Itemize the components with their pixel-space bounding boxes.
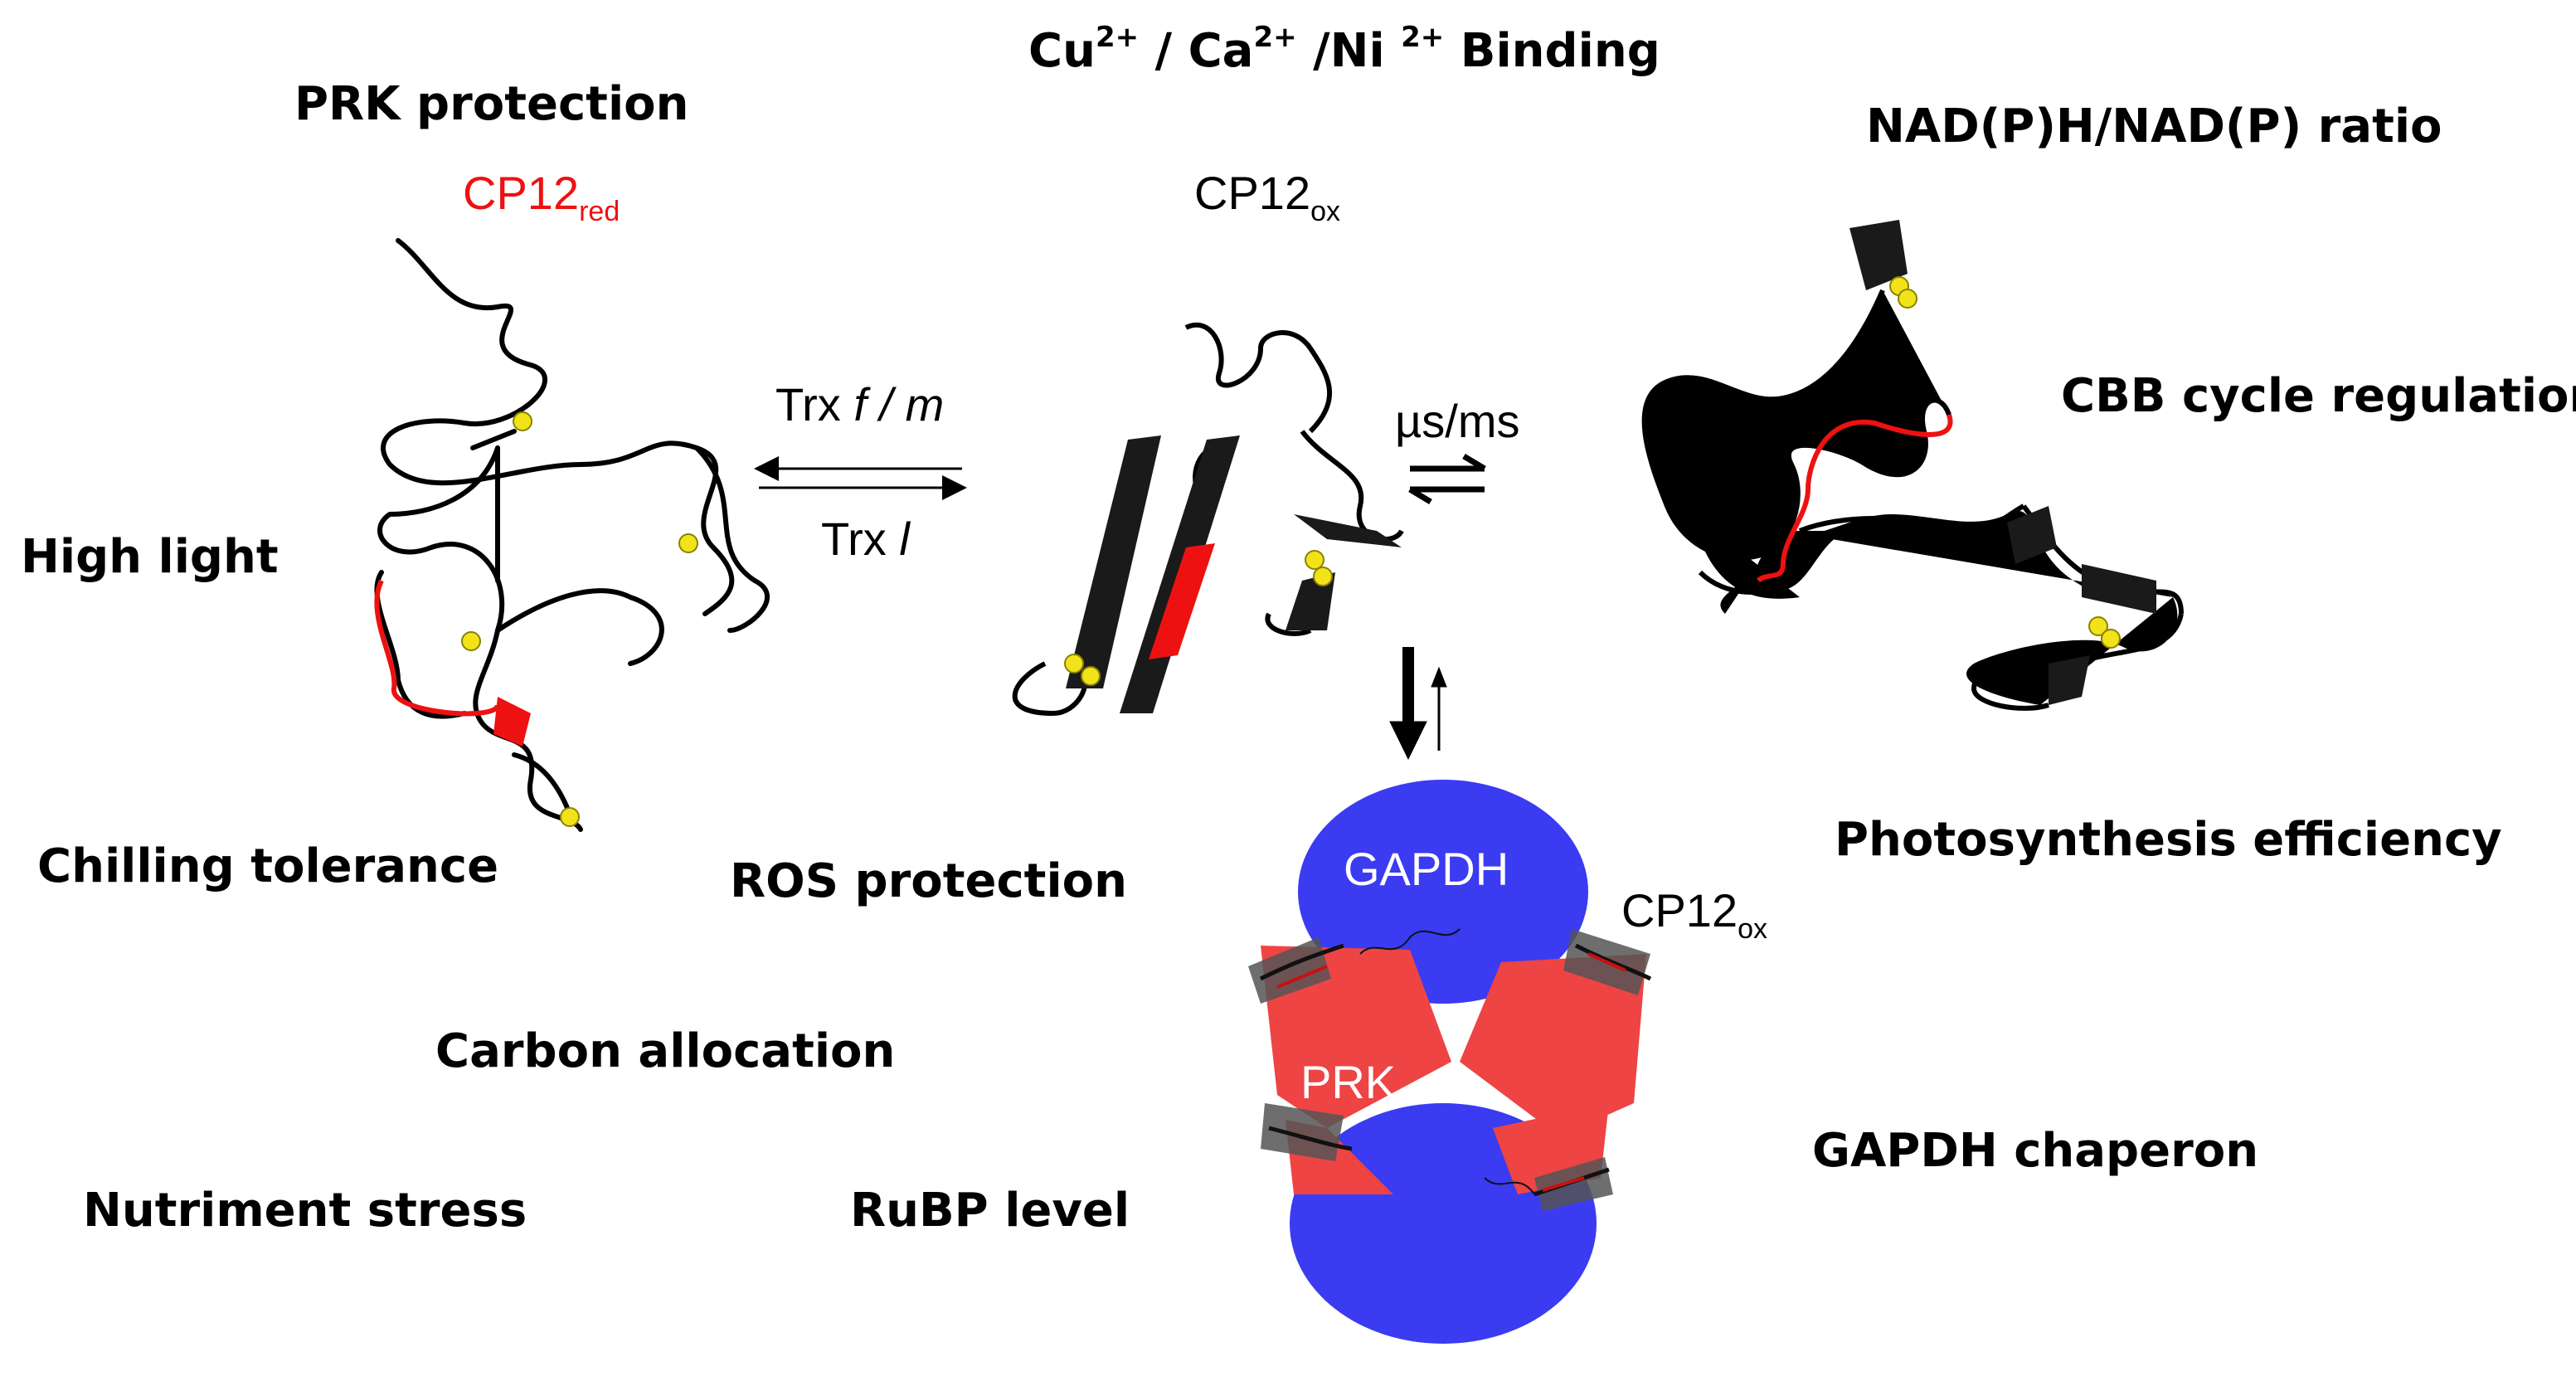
cp12-red-structure <box>374 238 770 832</box>
label-prk: PRK <box>1300 1056 1397 1108</box>
label-complex-cp12-ox: CP12ox <box>1621 884 1768 945</box>
label-rubp-level: RuBP level <box>850 1184 1130 1238</box>
label-ros-protection: ROS protection <box>730 854 1127 908</box>
label-high-light: High light <box>21 530 279 584</box>
label-prk-protection: PRK protection <box>294 77 689 131</box>
label-timescale: µs/ms <box>1395 395 1520 447</box>
cp12-alt-helices <box>1849 220 2156 705</box>
disulfide-spheres-ox <box>1064 550 1333 686</box>
cp12-ox-structure <box>1012 322 1404 717</box>
fast-exchange-arrows <box>1408 453 1486 505</box>
label-photosynthesis-efficiency: Photosynthesis efficiency <box>1835 813 2502 867</box>
metal-binding-title: Cu2+ / Ca2+ /Ni 2+ Binding <box>1028 21 1660 78</box>
label-nutriment-stress: Nutriment stress <box>83 1184 527 1238</box>
label-gapdh-chaperon: GAPDH chaperon <box>1812 1124 2259 1178</box>
cp12-red-strand <box>493 697 531 747</box>
label-cbb-regulation: CBB cycle regulation <box>2061 369 2576 423</box>
label-chilling-tolerance: Chilling tolerance <box>37 839 499 893</box>
label-cp12-ox: CP12ox <box>1194 167 1341 227</box>
label-nadph-ratio: NAD(P)H/NAD(P) ratio <box>1866 100 2442 153</box>
label-trx-l: Trx l <box>821 513 910 565</box>
gapdh-prk-complex <box>1248 780 1652 1344</box>
label-carbon-allocation: Carbon allocation <box>435 1024 896 1078</box>
label-trx-fm: Trx f / m <box>775 378 945 430</box>
cp12-red-highlight <box>374 579 500 717</box>
complex-formation-arrows <box>1389 647 1447 761</box>
cp12-alt-structure <box>1644 290 2178 705</box>
disulfide-spheres-alt <box>1889 276 2121 649</box>
label-cp12-red: CP12red <box>463 167 620 227</box>
trx-equilibrium-arrows <box>754 456 967 500</box>
disulfide-spheres-red <box>461 411 698 827</box>
cp12-alt-highlight <box>1756 414 1953 583</box>
label-gapdh: GAPDH <box>1344 843 1509 895</box>
cp12-alt-coils <box>1641 289 2184 711</box>
